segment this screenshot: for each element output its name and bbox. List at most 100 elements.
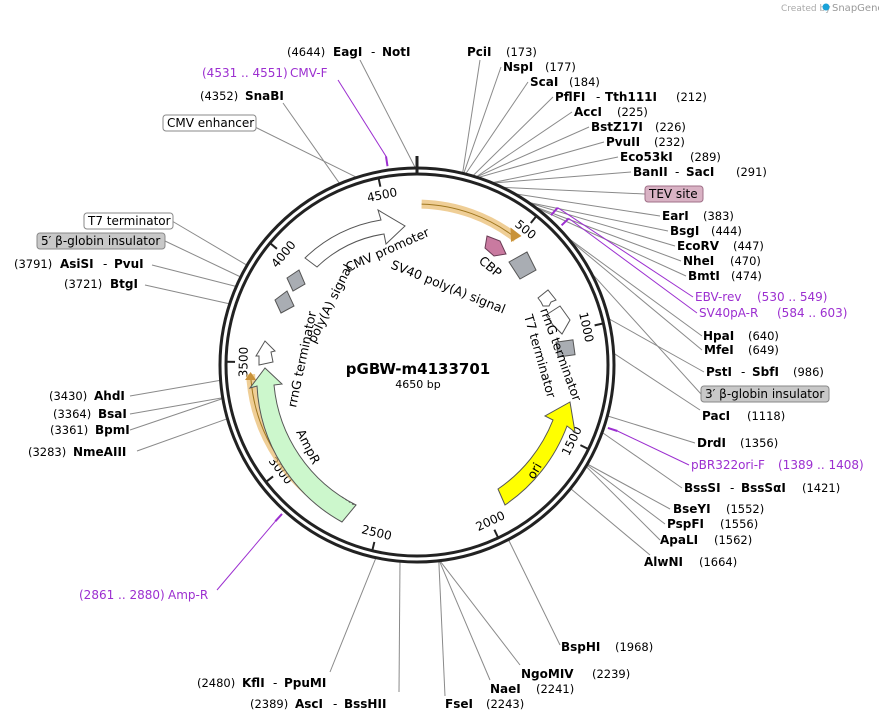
site-fsei[interactable]: FseI (2243)	[445, 697, 524, 711]
primer-sv40pa-r[interactable]: SV40pA-R (584 .. 603)	[699, 306, 847, 320]
site-pos: (1552)	[726, 502, 764, 516]
leader-line-bsphi	[507, 539, 561, 646]
site-psti-sbfi[interactable]: PstI - SbfI (986)	[706, 365, 824, 379]
site-separator: -	[333, 697, 337, 711]
polya-signal-left-icon[interactable]	[274, 290, 295, 314]
site-pos: (1562)	[714, 533, 752, 547]
leader-line-scai	[465, 81, 529, 175]
site-eco53ki[interactable]: Eco53kI (289)	[620, 150, 721, 164]
site-nhei[interactable]: NheI (470)	[683, 254, 761, 268]
primer-mark-ebv-rev	[550, 207, 559, 216]
site-name: PflFI	[555, 90, 585, 104]
leader-line-bmti	[534, 206, 687, 277]
site-pos: (3364)	[53, 407, 91, 421]
site-mfei[interactable]: MfeI (649)	[704, 343, 779, 357]
feature-box-tev-site[interactable]: TEV site	[644, 185, 704, 203]
beta-globin-3-feature-icon[interactable]	[555, 339, 576, 358]
feature-box-3-beta-globin[interactable]: 3′ β-globin insulator	[700, 385, 830, 403]
primer-amp-r[interactable]: (2861 .. 2880) Amp-R	[79, 588, 208, 602]
site-pos: (447)	[733, 239, 764, 253]
site-bpmi[interactable]: (3361) BpmI	[50, 423, 130, 437]
site-name: PciI	[467, 45, 492, 59]
site-nspi[interactable]: NspI (177)	[503, 60, 576, 74]
site-bseyi[interactable]: BseYI (1552)	[673, 502, 764, 516]
primer-ebv-rev[interactable]: EBV-rev (530 .. 549)	[695, 290, 827, 304]
site-pcii[interactable]: PciI (173)	[467, 45, 537, 59]
leader-line-kfli-ppumi	[329, 557, 377, 673]
site-pos: (1421)	[802, 481, 840, 495]
leader-line-t7-terminator-left	[171, 220, 248, 266]
site-name: PspFI	[667, 517, 704, 531]
cmv-promoter-arrow-icon[interactable]	[304, 208, 406, 268]
rrng-terminator-left-icon[interactable]	[255, 340, 276, 366]
site-name: FseI	[445, 697, 473, 711]
site-pvuii[interactable]: PvuII (232)	[606, 135, 685, 149]
feature-box-tev-site-frame	[644, 185, 704, 203]
site-ecorv[interactable]: EcoRV (447)	[677, 239, 764, 253]
site-drdi[interactable]: DrdI (1356)	[697, 436, 778, 450]
site-pos: (2241)	[536, 682, 574, 696]
site-name: Eco53kI	[620, 150, 673, 164]
feature-box-5-beta-globin[interactable]: 5′ β-globin insulator	[36, 232, 166, 250]
ori-label: ori	[524, 460, 545, 482]
site-alwni[interactable]: AlwNI (1664)	[644, 555, 737, 569]
primer-pbr322ori-f[interactable]: pBR322ori-F (1389 .. 1408)	[691, 458, 864, 472]
site-eagi-noti[interactable]: (4644) EagI - NotI	[287, 45, 411, 59]
site-bsphi[interactable]: BspHI (1968)	[561, 640, 653, 654]
site-ngomiv[interactable]: NgoMIV (2239)	[521, 667, 630, 681]
feature-box-5-beta-globin-frame	[36, 232, 166, 250]
site-naei[interactable]: NaeI (2241)	[490, 682, 574, 696]
site-name: AsiSI	[60, 257, 94, 271]
tick-label: 4500	[366, 185, 399, 205]
site-asci-bsshii[interactable]: (2389) AscI - BssHII	[250, 697, 386, 711]
site-name: AlwNI	[644, 555, 683, 569]
site-eari[interactable]: EarI (383)	[662, 209, 734, 223]
site-scai[interactable]: ScaI (184)	[530, 75, 600, 89]
site-ahdi[interactable]: (3430) AhdI	[49, 389, 125, 403]
site-bsai[interactable]: (3364) BsaI	[53, 407, 127, 421]
feature-box-t7-terminator[interactable]: T7 terminator	[83, 212, 174, 230]
site-hpai[interactable]: HpaI (640)	[703, 329, 779, 343]
leader-line-acci	[475, 111, 573, 178]
site-asisi-pvui[interactable]: (3791) AsiSI - PvuI	[14, 257, 144, 271]
leader-line-eco53ki	[491, 156, 619, 184]
leader-line-beta-globin-5	[164, 240, 241, 278]
feature-box-cmv-enhancer[interactable]: CMV enhancer	[162, 114, 257, 132]
site-separator: -	[730, 481, 734, 495]
site-pos: (2480)	[197, 676, 235, 690]
leader-line-asisi-pvui	[151, 264, 237, 287]
site-kfli-ppumi[interactable]: (2480) KflI - PpuMI	[197, 676, 326, 690]
sv40-polya-feature-icon[interactable]	[508, 251, 537, 280]
site-bmti[interactable]: BmtI (474)	[688, 269, 762, 283]
site-nmeaiii[interactable]: (3283) NmeAIII	[28, 445, 126, 459]
site-pos: (1968)	[615, 640, 653, 654]
rrng-terminator-right-icon[interactable]	[537, 289, 557, 307]
leader-line-naei	[438, 560, 491, 681]
leader-line-bpmi	[129, 398, 224, 431]
beta-globin-5-feature-icon[interactable]	[286, 269, 306, 292]
site-snabi[interactable]: (4352) SnaBI	[200, 89, 284, 103]
primer-pbr322ori-f-range: (1389 .. 1408)	[778, 458, 864, 472]
site-pos: (173)	[506, 45, 537, 59]
primer-ebv-rev-name: EBV-rev	[695, 290, 741, 304]
site-banii-saci[interactable]: BanII - SacI (291)	[633, 165, 767, 179]
site-separator: -	[675, 165, 679, 179]
plasmid-name: pGBW-m4133701	[346, 360, 490, 378]
site-pspfi[interactable]: PspFI (1556)	[667, 517, 758, 531]
cbp-feature-icon[interactable]	[484, 235, 507, 257]
site-pflfi-tth111i[interactable]: PflFI - Tth111I (212)	[555, 90, 707, 104]
site-bsgi[interactable]: BsgI (444)	[670, 224, 742, 238]
site-bstz17i[interactable]: BstZ17I (226)	[591, 120, 686, 134]
site-pos: (3283)	[28, 445, 66, 459]
ampr-feature-arrow-icon[interactable]	[248, 367, 357, 523]
site-paci[interactable]: PacI (1118)	[702, 409, 785, 423]
t7-terminator-right-icon[interactable]	[545, 305, 571, 335]
site-name: DrdI	[697, 436, 726, 450]
primer-leader-pbr322ori-f	[617, 430, 690, 466]
primer-cmv-f[interactable]: (4531 .. 4551) CMV-F	[202, 66, 328, 80]
site-bsssi[interactable]: BssSI - BssSαI (1421)	[684, 481, 840, 495]
site-apali[interactable]: ApaLI (1562)	[660, 533, 752, 547]
site-btgi[interactable]: (3721) BtgI	[64, 277, 138, 291]
ori-feature-arrow-icon[interactable]	[497, 401, 576, 506]
site-acci[interactable]: AccI (225)	[574, 105, 648, 119]
